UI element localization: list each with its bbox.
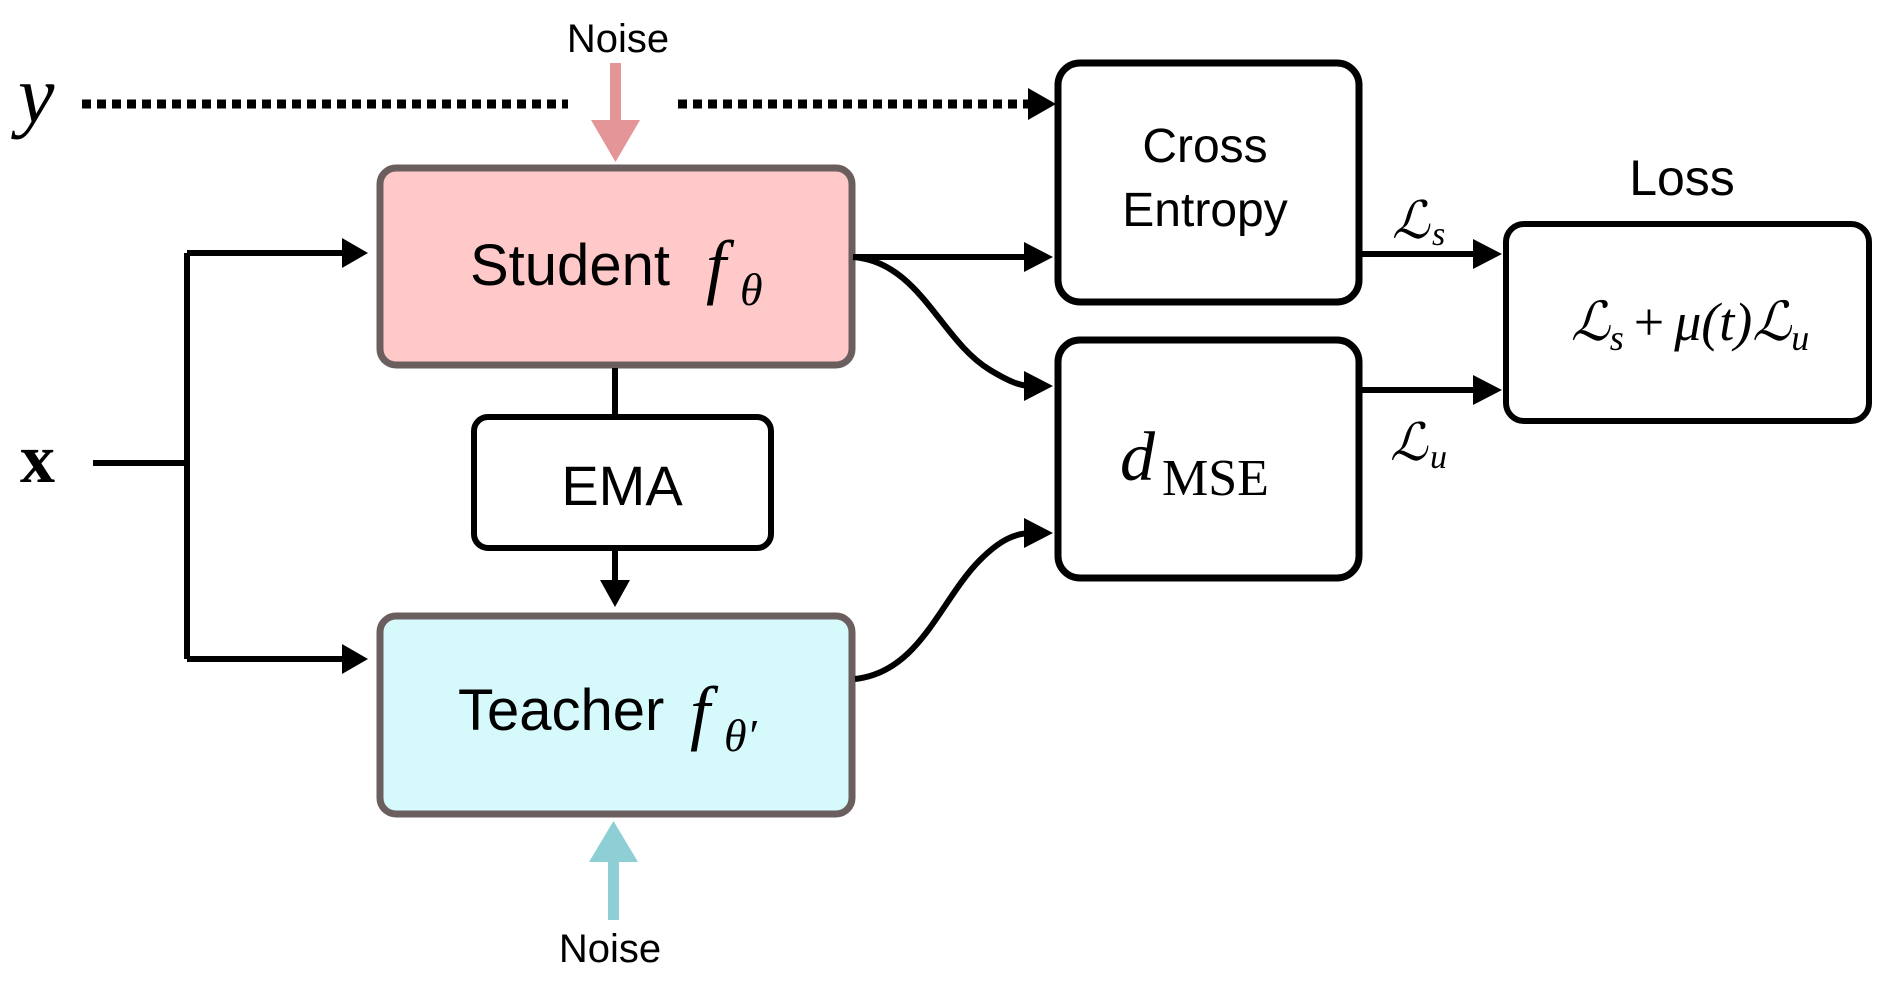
edge-label-ls-sub: s bbox=[1432, 216, 1445, 253]
teacher-to-mse-arrowhead bbox=[1024, 518, 1053, 548]
loss-formula-ls-sub: s bbox=[1610, 318, 1624, 358]
input-x: x bbox=[20, 421, 55, 498]
mse-sub: MSE bbox=[1162, 450, 1269, 507]
cross-entropy-line2: Entropy bbox=[1122, 184, 1287, 237]
student-label: Student bbox=[470, 233, 670, 298]
edge-label-lu: ℒ bbox=[1390, 415, 1429, 472]
noise-bottom-label: Noise bbox=[559, 927, 661, 971]
mse-symbol: d bbox=[1120, 419, 1156, 496]
input-branch-lines bbox=[93, 250, 355, 662]
ema-label: EMA bbox=[561, 454, 683, 517]
student-to-mse-curve bbox=[852, 254, 1033, 389]
arrowhead-to-teacher bbox=[342, 644, 368, 674]
loss-formula-mu: μ(t) bbox=[1673, 292, 1752, 352]
mse-distance-box[interactable]: d MSE bbox=[1054, 336, 1363, 582]
student-to-mse-arrowhead bbox=[1024, 371, 1053, 401]
student-model-box[interactable]: Student f θ bbox=[376, 164, 856, 369]
ce-to-loss-arrowhead bbox=[1473, 239, 1502, 269]
teacher-func-sub: θ′ bbox=[724, 710, 758, 761]
teacher-label: Teacher bbox=[458, 678, 664, 743]
mse-to-loss-arrowhead bbox=[1473, 375, 1502, 405]
loss-formula-ls: ℒ bbox=[1571, 292, 1611, 352]
label-y: y bbox=[11, 49, 55, 140]
noise-top-arrow bbox=[591, 63, 640, 162]
edge-label-ls: ℒ bbox=[1392, 193, 1431, 250]
cross-entropy-line1: Cross bbox=[1142, 120, 1267, 173]
loss-formula-plus: + bbox=[1634, 292, 1664, 352]
student-func-sub: θ bbox=[740, 264, 763, 315]
edge-label-lu-sub: u bbox=[1430, 439, 1447, 476]
loss-box[interactable]: ℒs+μ(t)ℒu bbox=[1503, 221, 1872, 424]
noise-bottom-arrow bbox=[589, 821, 638, 920]
noise-top-label: Noise bbox=[567, 17, 669, 61]
teacher-model-box[interactable]: Teacher f θ′ bbox=[376, 612, 856, 818]
ema-box[interactable]: EMA bbox=[471, 414, 774, 551]
loss-formula: ℒs+μ(t)ℒu bbox=[1571, 292, 1809, 358]
loss-formula-lu: ℒ bbox=[1752, 292, 1792, 352]
label-arrowhead bbox=[1028, 88, 1056, 120]
ema-to-teacher-arrowhead bbox=[600, 580, 630, 607]
student-to-ce-arrowhead bbox=[1024, 242, 1053, 272]
loss-formula-lu-sub: u bbox=[1791, 318, 1809, 358]
cross-entropy-box[interactable]: Cross Entropy bbox=[1054, 59, 1363, 306]
arrowhead-to-student bbox=[342, 238, 368, 268]
teacher-to-mse-curve bbox=[854, 530, 1033, 682]
loss-title: Loss bbox=[1629, 150, 1735, 206]
